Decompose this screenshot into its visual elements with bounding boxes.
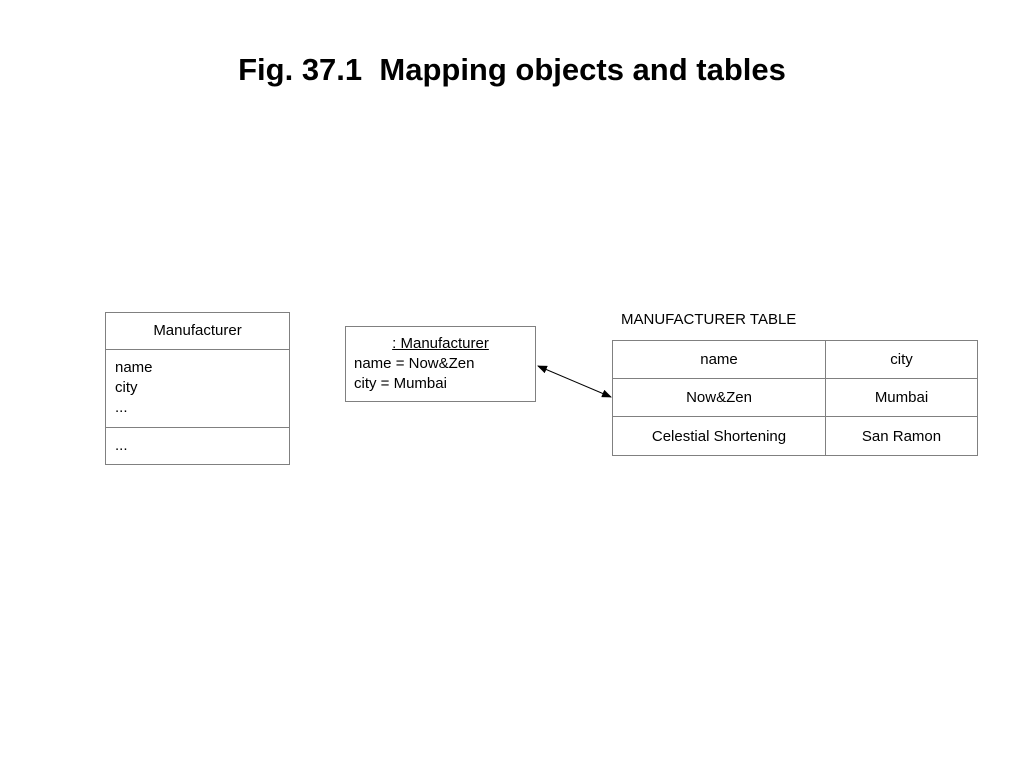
object-box-manufacturer: : Manufacturer name = Now&Zen city = Mum… [345,326,536,402]
manufacturer-table: name city Now&Zen Mumbai Celestial Short… [612,340,978,456]
table-cell: Celestial Shortening [612,416,826,456]
class-attributes: name city ... [106,350,289,428]
table-cell: Mumbai [825,378,978,417]
class-attribute: name [115,359,153,376]
object-attribute: city = Mumbai [354,375,447,392]
class-box-manufacturer: Manufacturer name city ... ... [105,312,290,465]
table-header-cell: name [612,340,826,379]
class-attribute: ... [115,399,128,416]
table-row: Celestial Shortening San Ramon [612,416,978,456]
class-operation: ... [115,437,128,454]
object-name: : Manufacturer [392,335,489,352]
mapping-arrow-line [537,365,612,398]
class-name: Manufacturer [106,313,289,350]
table-cell: Now&Zen [612,378,826,417]
table-caption: MANUFACTURER TABLE [621,311,797,328]
figure-title: Fig. 37.1 Mapping objects and tables [238,52,786,87]
table-header-row: name city [612,340,978,379]
table-cell: San Ramon [825,416,978,456]
class-attribute: city [115,379,138,396]
class-operations: ... [106,428,289,456]
object-attribute: name = Now&Zen [354,355,475,372]
table-row: Now&Zen Mumbai [612,378,978,417]
table-header-cell: city [825,340,978,379]
